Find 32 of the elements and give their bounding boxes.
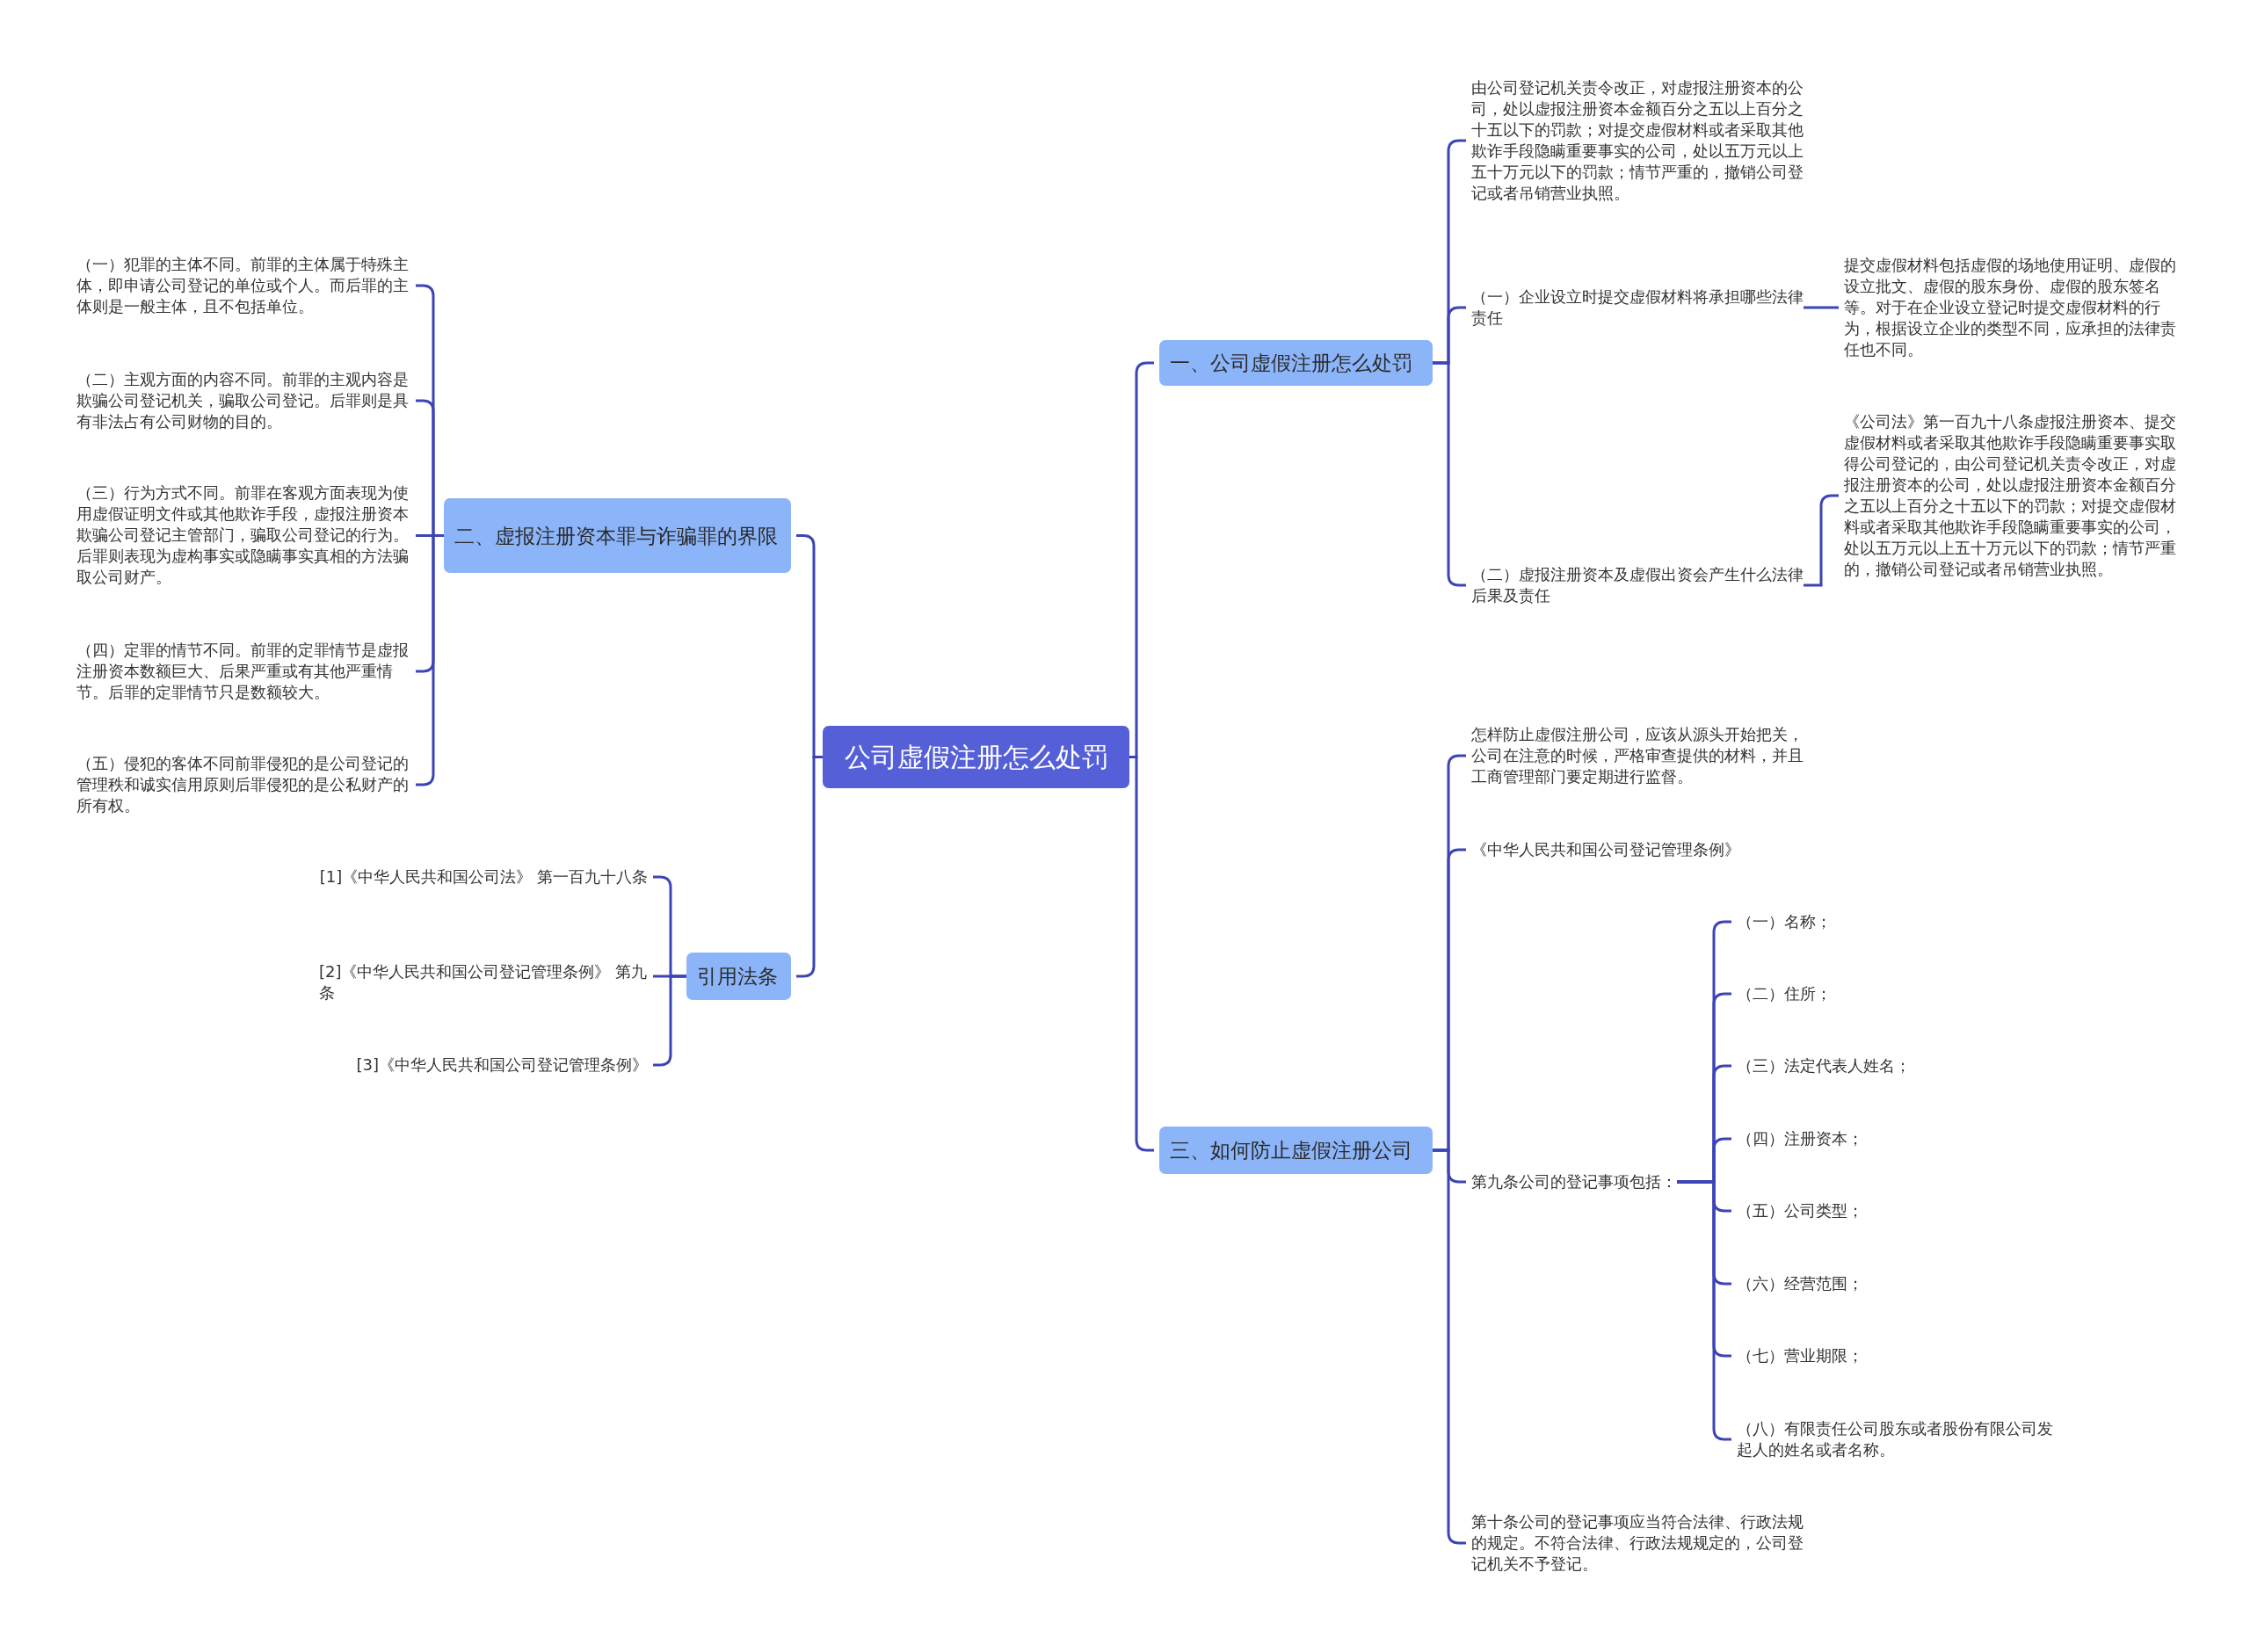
branch-text: 第十条公司的登记事项应当符合法律、行政法规的规定。不符合法律、行政法规规定的，公司登记机关不予登记。 [1471,1511,1804,1575]
topic-box: 三、如何防止虚假注册公司 [1159,1127,1433,1174]
branch-text: （二）住所； [1737,983,1832,1004]
branch-text: （三）法定代表人姓名； [1737,1055,1911,1076]
branch-text: 由公司登记机关责令改正，对虚报注册资本的公司，处以虚报注册资本金额百分之五以上百分之十五以下的罚款；对提交虚假材料或者采取其他欺诈手段隐瞒重要事实的公司，处以五万元以上五十万元以下的罚款；情节严重的，撤销公司登记或者吊销营业执照。 [1471,77,1804,204]
branch-text: （三）行为方式不同。前罪在客观方面表现为使用虚假证明文件或其他欺诈手段，虚报注册资本欺骗公司登记主管部门，骗取公司登记的行为。后罪则表现为虚构事实或隐瞒事实真相的方法骗取公司财产。 [76,482,410,588]
branch-text: [1]《中华人民共和国公司法》 第一百九十八条 [319,866,648,888]
branch-text: （八）有限责任公司股东或者股份有限公司发起人的姓名或者名称。 [1737,1418,2067,1460]
branch-text: （二）虚报注册资本及虚假出资会产生什么法律后果及责任 [1471,564,1804,606]
branch-text: [3]《中华人民共和国公司登记管理条例》 [356,1054,648,1076]
topic-box: 二、虚报注册资本罪与诈骗罪的界限 [444,498,791,573]
branch-text: （二）主观方面的内容不同。前罪的主观内容是欺骗公司登记机关，骗取公司登记。后罪则是具有非法占有公司财物的目的。 [76,369,410,432]
branch-text: [2]《中华人民共和国公司登记管理条例》 第九条 [319,961,648,1004]
branch-text: 怎样防止虚假注册公司，应该从源头开始把关，公司在注意的时候，严格审查提供的材料，并且工商管理部门要定期进行监督。 [1471,724,1804,787]
branch-text: 第九条公司的登记事项包括： [1471,1171,1677,1192]
branch-text: 提交虚假材料包括虚假的场地使用证明、虚假的设立批文、虚假的股东身份、虚假的股东签名等。对于在企业设立登记时提交虚假材料的行为，根据设立企业的类型不同，应承担的法律责任也不同。 [1844,255,2176,360]
branch-text: 《中华人民共和国公司登记管理条例》 [1471,839,1740,860]
branch-text: 《公司法》第一百九十八条虚报注册资本、提交虚假材料或者采取其他欺诈手段隐瞒重要事实取得公司登记的，由公司登记机关责令改正，对虚报注册资本的公司，处以虚报注册资本金额百分之五以上百分之十五以下的罚款；对提交虚假材料或者采取其他欺诈手段隐瞒重要事实的公司，处以五万元以上五十万元以下的罚款；情节严重的，撤销公司登记或者吊销营业执照。 [1844,411,2176,580]
connector-line [1804,306,1839,309]
branch-text: （一）企业设立时提交虚假材料将承担哪些法律责任 [1471,286,1804,329]
branch-text: （七）营业期限； [1737,1345,1863,1366]
branch-text: （四）定罪的情节不同。前罪的定罪情节是虚报注册资本数额巨大、后果严重或有其他严重情节。后罪的定罪情节只是数额较大。 [76,640,410,703]
branch-text: （一）名称； [1737,911,1832,932]
central-topic-box: 公司虚假注册怎么处罚 [823,726,1129,788]
branch-text: （一）犯罪的主体不同。前罪的主体属于特殊主体，即申请公司登记的单位或个人。而后罪的主体则是一般主体，且不包括单位。 [76,254,410,317]
connector-line [796,756,823,978]
branch-text: （五）公司类型； [1737,1200,1863,1221]
branch-text: （四）注册资本； [1737,1128,1863,1149]
branch-text: （六）经营范围； [1737,1273,1863,1294]
topic-box: 一、公司虚假注册怎么处罚 [1159,340,1433,386]
branch-text: （五）侵犯的客体不同前罪侵犯的是公司登记的管理秩和诚实信用原则后罪侵犯的是公私财产的所有权。 [76,753,410,816]
topic-box: 引用法条 [686,953,791,1000]
